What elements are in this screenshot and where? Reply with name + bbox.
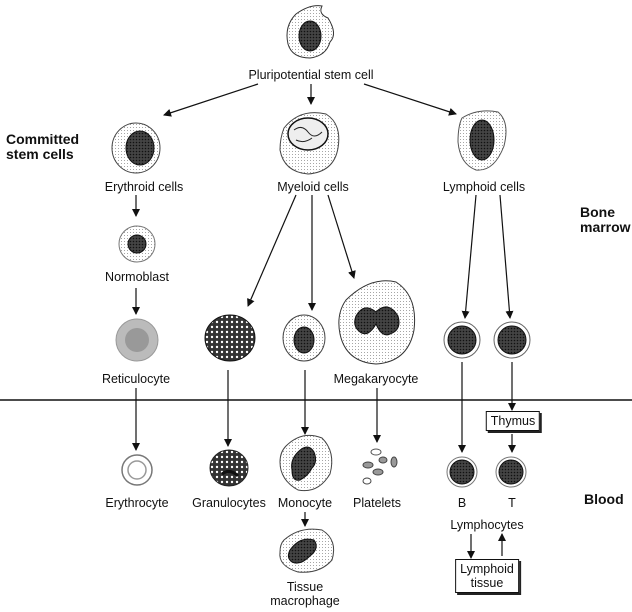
side-label-bone-marrow: Bone marrow — [580, 204, 631, 235]
monocyte-icon — [279, 434, 333, 492]
label-myeloid-cells: Myeloid cells — [277, 180, 349, 194]
label-b: B — [457, 496, 467, 510]
erythrocyte-icon — [121, 454, 153, 486]
monocyte-precursor-icon — [282, 314, 326, 362]
arrow-myeloid-to-granulocyte — [247, 194, 297, 307]
tissue-macrophage-icon — [279, 528, 335, 573]
label-t: T — [508, 496, 516, 510]
label-lymphoid-cells: Lymphoid cells — [442, 180, 526, 194]
arrow-lymphoid-to-b-precursor — [461, 194, 477, 319]
lymphoid-cell-icon — [457, 110, 507, 171]
lymphocyte-precursor-t-icon — [493, 321, 531, 359]
t-lymphocyte-icon — [495, 456, 527, 488]
pluripotential-stem-cell-icon — [286, 5, 334, 59]
myeloid-cell-icon — [279, 112, 340, 175]
thymus-box: Thymus — [485, 411, 541, 431]
side-label-committed-stem-cells: Committed stem cells — [6, 131, 80, 162]
label-monocyte: Monocyte — [277, 496, 333, 510]
reticulocyte-icon — [115, 318, 159, 362]
side-label-blood: Blood — [584, 491, 624, 507]
label-lymphocytes: Lymphocytes — [450, 518, 524, 532]
arrow-lymphoid-to-t-precursor — [499, 194, 514, 319]
arrow-stem-to-lymphoid — [363, 83, 457, 116]
label-erythrocyte: Erythrocyte — [105, 496, 169, 510]
label-normoblast: Normoblast — [105, 270, 169, 284]
label-tissue-macrophage: Tissue macrophage — [270, 580, 340, 608]
b-lymphocyte-icon — [446, 456, 478, 488]
erythroid-cell-icon — [111, 122, 161, 174]
arrow-myeloid-to-megakaryocyte — [327, 194, 356, 279]
lymphocyte-precursor-b-icon — [443, 321, 481, 359]
granulocyte-precursor-icon — [204, 314, 256, 362]
label-megakaryocyte: Megakaryocyte — [333, 372, 419, 386]
label-platelets: Platelets — [353, 496, 401, 510]
label-erythroid-cells: Erythroid cells — [104, 180, 184, 194]
label-pluripotential-stem-cell: Pluripotential stem cell — [248, 68, 374, 82]
megakaryocyte-icon — [338, 280, 416, 365]
granulocyte-icon — [209, 449, 249, 487]
label-reticulocyte: Reticulocyte — [101, 372, 171, 386]
lymphoid-tissue-box: Lymphoid tissue — [455, 559, 519, 593]
platelets-icon — [362, 448, 398, 485]
label-granulocytes: Granulocytes — [192, 496, 266, 510]
normoblast-icon — [118, 225, 156, 263]
arrow-stem-to-erythroid — [163, 83, 259, 117]
